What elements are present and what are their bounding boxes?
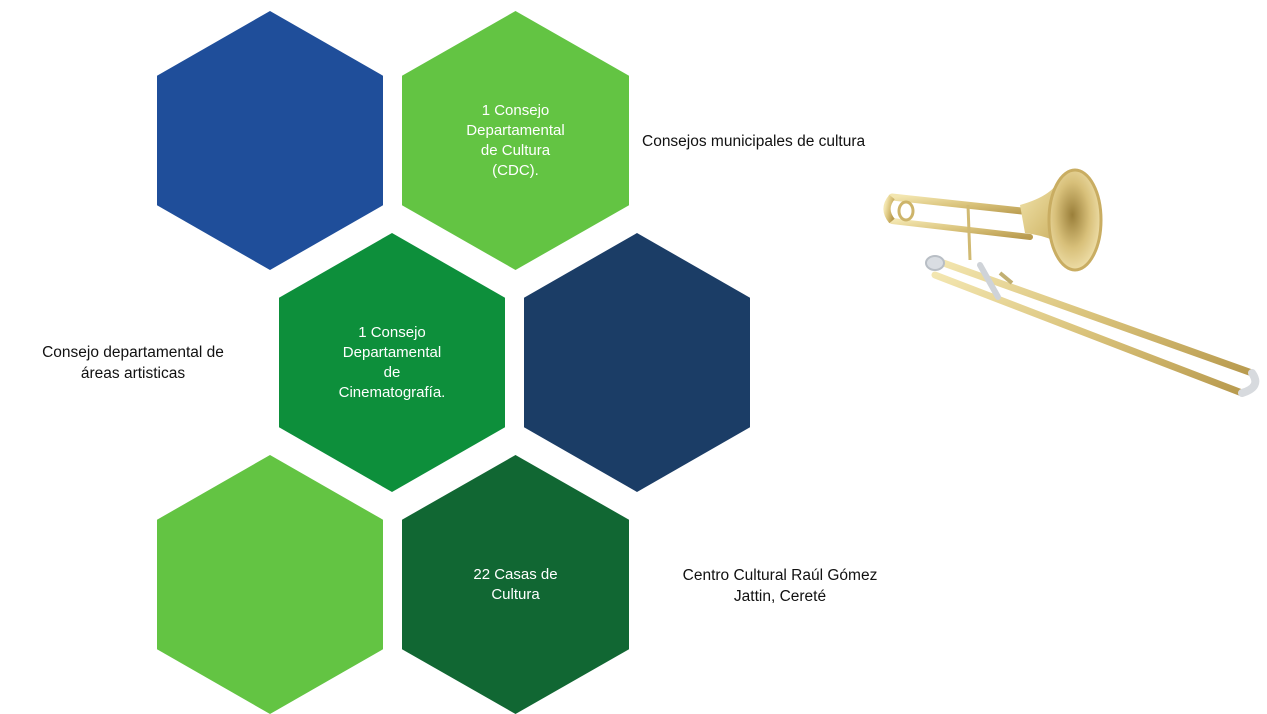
label-consejos-municipales: Consejos municipales de cultura: [642, 133, 866, 150]
hexagon-bottom-right-text: 22 Casas de Cultura: [473, 565, 558, 603]
hexagon-bottom-left: [157, 455, 383, 714]
hexagon-middle-left-text: 1 Consejo Departamental de Cinematografí…: [338, 323, 446, 401]
trombone-icon: [883, 168, 1260, 397]
hexagon-top-left: [157, 11, 383, 270]
hexagon-top-right: 1 Consejo Departamental de Cultura (CDC)…: [402, 11, 629, 270]
hexagon-bottom-right: 22 Casas de Cultura: [402, 455, 629, 714]
label-consejo-departamental-areas: Consejo departamental de áreas artistica…: [42, 344, 224, 382]
label-centro-cultural: Centro Cultural Raúl Gómez Jattin, Ceret…: [682, 567, 878, 605]
hexagon-middle-left: 1 Consejo Departamental de Cinematografí…: [279, 233, 505, 492]
hexagon-top-right-text: 1 Consejo Departamental de Cultura (CDC)…: [466, 101, 565, 179]
hexagon-middle-right: [524, 233, 750, 492]
